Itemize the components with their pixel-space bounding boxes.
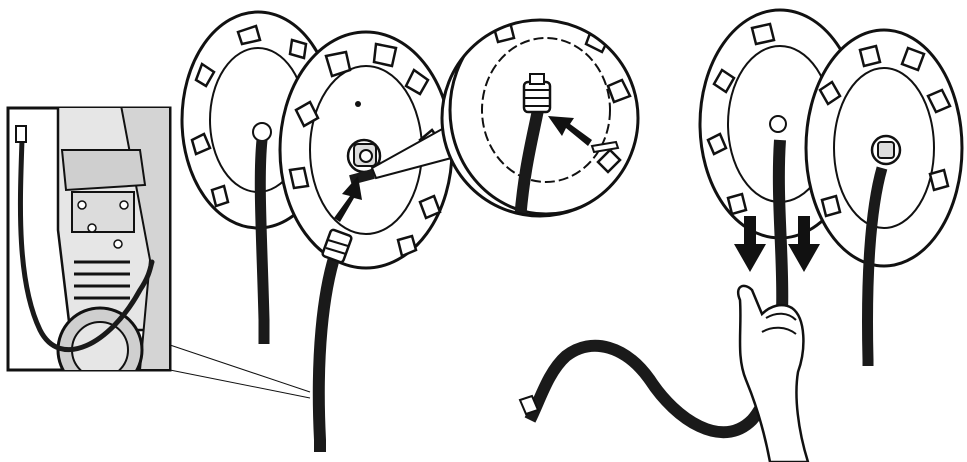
pull-arrow-right <box>788 216 820 272</box>
pull-arrow-left <box>734 216 766 272</box>
magnifier-frame <box>440 18 640 218</box>
detail-hose <box>514 108 544 216</box>
front-unwind-reel <box>804 28 964 268</box>
inset-leader-top <box>169 344 311 393</box>
inset-panel <box>6 106 311 399</box>
back-hose <box>254 139 270 344</box>
detail-fitting <box>522 73 552 114</box>
attach-hose <box>312 243 344 452</box>
hose-fitting-icon <box>346 138 382 185</box>
reel-side-hose <box>862 166 888 366</box>
hand-icon <box>736 284 810 462</box>
reel-unwind-panel <box>518 8 964 462</box>
machine-body <box>15 108 170 370</box>
inset-hose <box>17 137 155 352</box>
inset-leader-bottom <box>169 369 311 399</box>
detail-arrow <box>548 116 592 146</box>
reel-attach-panel <box>180 10 454 452</box>
magnified-detail-panel <box>370 18 640 218</box>
pulled-hose <box>524 139 789 439</box>
front-reel-disc <box>278 30 454 270</box>
insert-arrow <box>334 176 362 222</box>
hose-coupling <box>321 228 353 264</box>
